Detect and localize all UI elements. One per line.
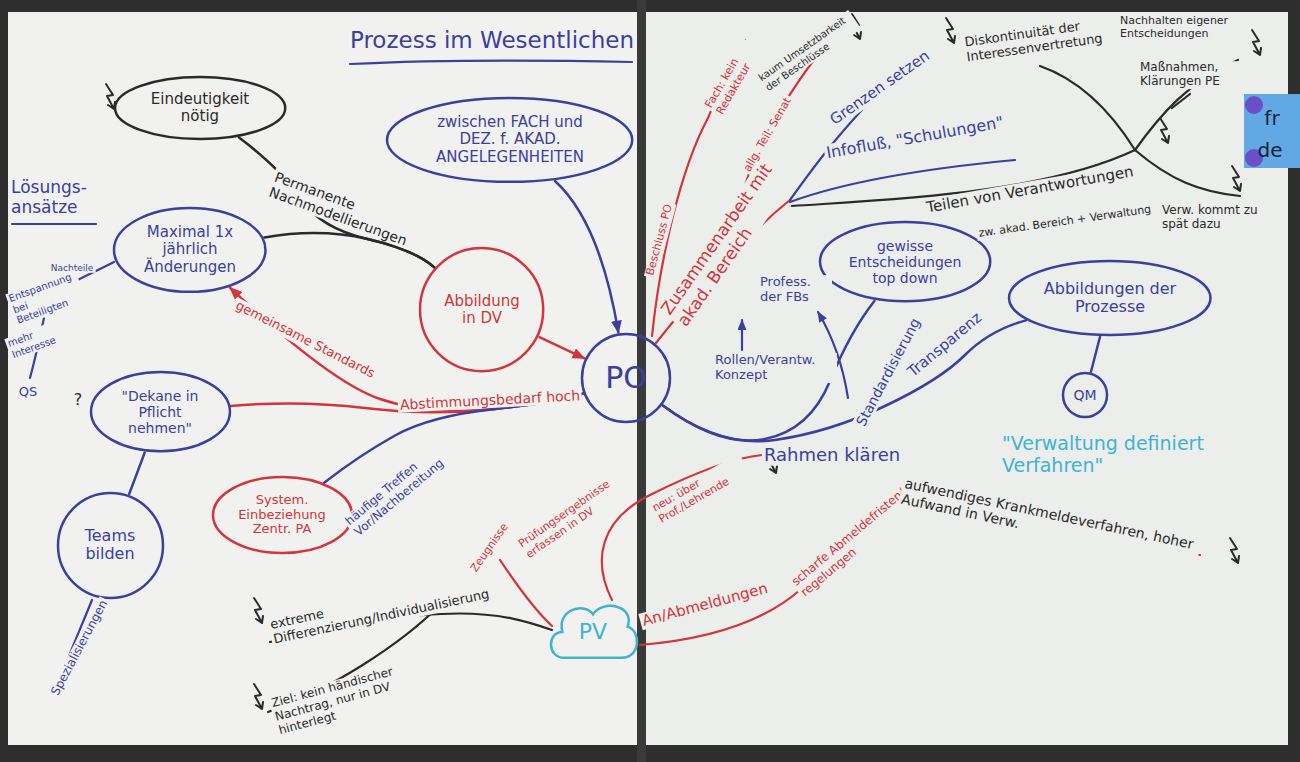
node-text-group: "Dekane in Pflicht nehmen" (110, 388, 210, 436)
board-panel (646, 12, 1288, 745)
magnet (1245, 96, 1263, 114)
heading-underline (12, 223, 96, 225)
note-label: Nachhalten eigener Entscheidungen (1118, 15, 1242, 40)
mindmap-node: gewisse Entscheidungen top down (818, 220, 992, 303)
mindmap-node: PO (580, 332, 672, 424)
ellipse-outline (58, 493, 163, 598)
connector (555, 181, 618, 333)
ellipse-outline (1063, 373, 1107, 417)
connector (540, 337, 585, 358)
ellipse-outline (420, 248, 543, 371)
node-text: Maximal 1x jährlich Änderungen (135, 224, 245, 276)
branch-line (1040, 66, 1135, 150)
note-label: QS (17, 385, 39, 400)
mindmap-node: PV (543, 596, 643, 668)
node-text-group: System. Einbeziehung Zentr. PA (232, 493, 332, 538)
note-label: Maßnahmen, Klärungen PE (1138, 61, 1252, 89)
connector (129, 453, 145, 494)
note-label: Profess. der FBs (758, 275, 832, 305)
ellipse-outline (114, 208, 265, 292)
ellipse-outline (1009, 261, 1211, 335)
branch-line (500, 560, 552, 626)
lightning-symbol (1232, 166, 1241, 191)
node-text-group: gewisse Entscheidungen top down (843, 238, 968, 286)
node-text: "Dekane in Pflicht nehmen" (110, 388, 210, 436)
ellipse-outline (582, 334, 670, 422)
node-text: Eindeutigkeit nötig (138, 91, 263, 126)
note-label: de (1256, 139, 1285, 162)
board-panel (8, 12, 637, 745)
lightning-symbol (1160, 118, 1169, 143)
ellipse-outline (91, 372, 230, 451)
connector (663, 320, 1026, 441)
ellipse-outline (820, 222, 990, 301)
mindmap-node: Teams bilden (56, 491, 165, 600)
node-text-group: zwischen FACH und DEZ. f. AKAD. ANGELEGE… (418, 114, 603, 166)
note-label: Verw. kommt zu spät dazu (1160, 204, 1264, 232)
lightning-symbol (1252, 30, 1261, 55)
lightning-symbol (1230, 538, 1239, 563)
edge-label: Rahmen klären (762, 445, 902, 466)
title-text: Prozess im Wesentlichen (348, 27, 636, 53)
mindmap-node: Maximal 1x jährlich Änderungen (112, 206, 268, 294)
node-text-group: PO (605, 361, 647, 396)
mindmap-node: Eindeutigkeit nötig (113, 75, 287, 141)
mindmap-node: System. Einbeziehung Zentr. PA (211, 475, 354, 555)
note-label: Lösungs- ansätze (9, 178, 103, 217)
node-text-group: Maximal 1x jährlich Änderungen (135, 224, 245, 276)
node-text-group: PV (579, 619, 607, 644)
mindmap-node: zwischen FACH und DEZ. f. AKAD. ANGELEGE… (385, 96, 634, 184)
node-text: System. Einbeziehung Zentr. PA (232, 493, 332, 538)
note-label: fr (1262, 107, 1281, 130)
lightning-symbol (946, 18, 955, 43)
mindmap-node: "Dekane in Pflicht nehmen" (89, 370, 232, 453)
branch-line (1135, 150, 1240, 196)
node-text: zwischen FACH und DEZ. f. AKAD. ANGELEGE… (418, 114, 603, 166)
ellipse-outline (213, 477, 352, 553)
title-underline (350, 61, 632, 64)
lightning-symbol (106, 84, 115, 109)
node-text: Abbildung in DV (440, 293, 524, 328)
mindmap-node: Abbildung in DV (418, 246, 545, 373)
note-label: Rollen/Verantw. Konzept (713, 353, 837, 383)
note-label: ? (72, 391, 85, 409)
cloud-outline (551, 606, 637, 658)
node-text: PO (605, 361, 647, 396)
node-text-group: Teams bilden (75, 527, 145, 564)
ellipse-outline (115, 77, 285, 139)
connector (239, 138, 435, 268)
lightning-symbol (254, 598, 263, 623)
mindmap-node: Abbildungen der Prozesse (1007, 259, 1213, 337)
node-text-group: Eindeutigkeit nötig (138, 91, 263, 126)
lightning-symbol (254, 684, 263, 709)
ellipse-outline (387, 98, 632, 182)
node-text: Abbildungen der Prozesse (1035, 280, 1185, 317)
branch-line (1172, 94, 1190, 108)
note-label: "Verwaltung definiert Verfahren" (1000, 433, 1244, 477)
node-text: Teams bilden (75, 527, 145, 564)
node-text-group: Abbildungen der Prozesse (1035, 280, 1185, 317)
node-text: QM (1073, 387, 1096, 403)
mindmap-node: QM (1061, 371, 1109, 419)
sticky-note (1244, 94, 1300, 168)
connector (1091, 337, 1100, 372)
arrow-line (741, 320, 743, 350)
node-text: PV (579, 619, 607, 644)
node-text-group: Abbildung in DV (440, 293, 524, 328)
node-text-group: QM (1073, 387, 1096, 403)
node-text: gewisse Entscheidungen top down (843, 238, 968, 286)
